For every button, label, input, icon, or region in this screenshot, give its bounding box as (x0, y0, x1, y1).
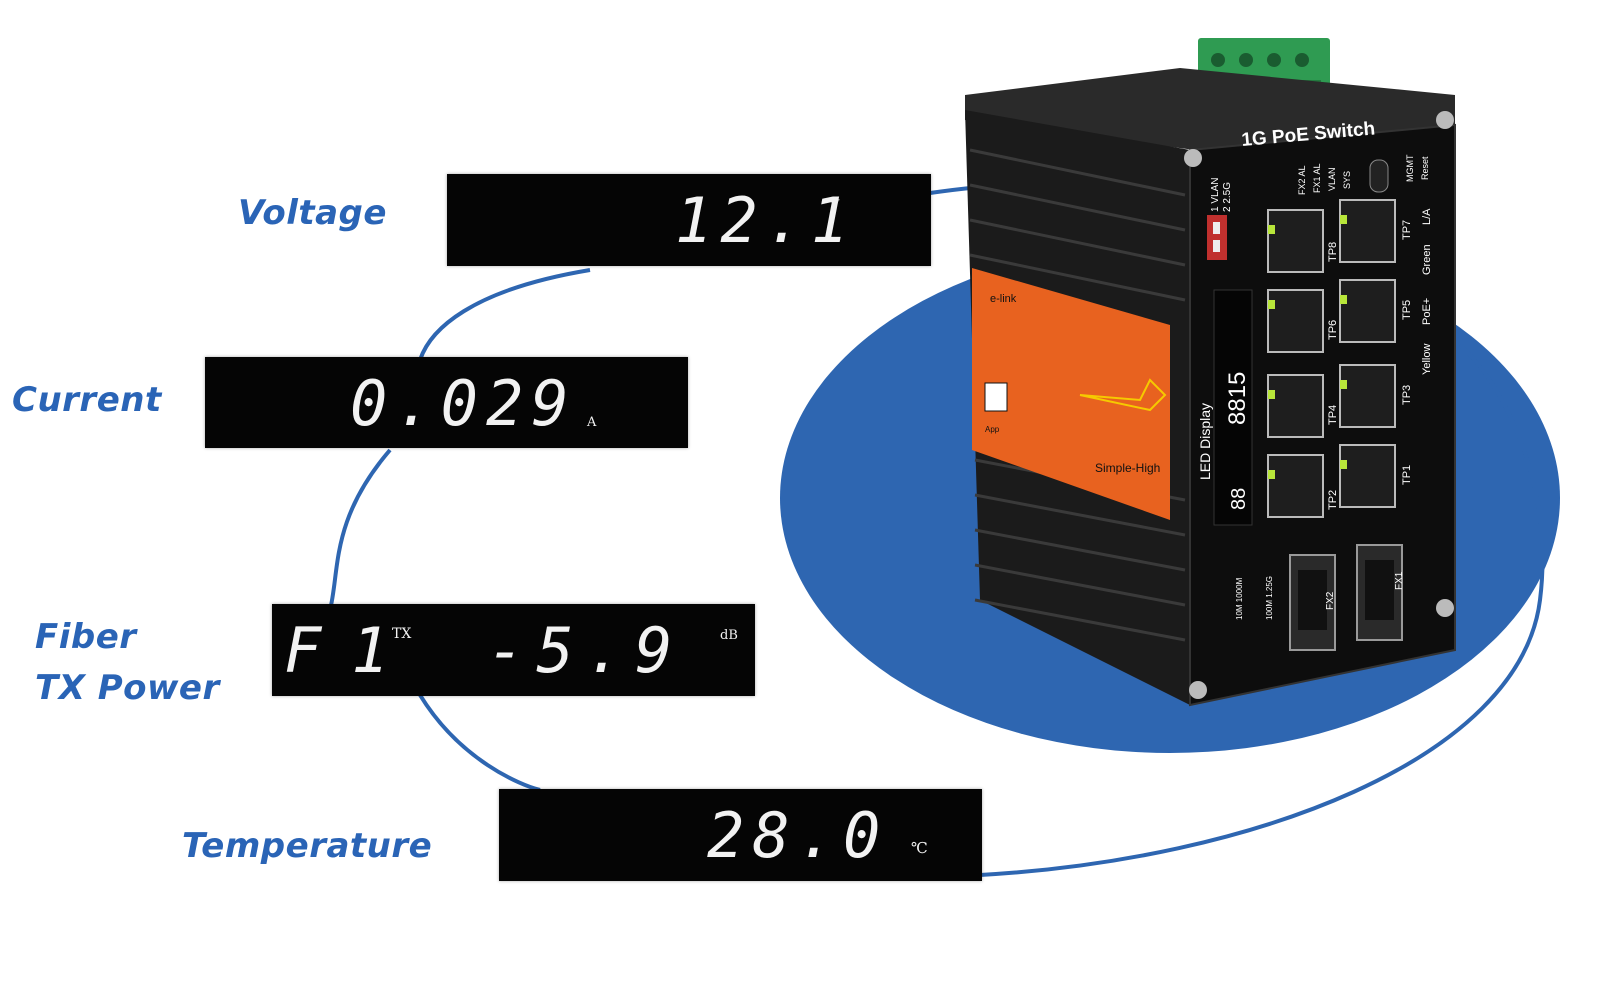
connector-arc-right (979, 343, 1545, 877)
nfc-chip-icon (1079, 378, 1167, 412)
rj45-port-icon[interactable] (1267, 209, 1324, 273)
brand-name: e-link (990, 293, 1017, 305)
rj45-port-icon[interactable] (1339, 444, 1396, 508)
svg-text:100M 1.25G: 100M 1.25G (1265, 576, 1274, 620)
svg-text:1 VLAN: 1 VLAN (1210, 178, 1221, 212)
port-labels: TP8 TP7 TP6 TP5 TP4 TP3 TP2 TP1 (1327, 220, 1413, 510)
temperature-label: Temperature (182, 826, 433, 866)
svg-text:TP1: TP1 (1401, 465, 1413, 485)
current-value: 0.029 (350, 367, 577, 440)
svg-text:FX1 AL: FX1 AL (1312, 163, 1322, 193)
svg-text:TP4: TP4 (1327, 405, 1339, 425)
svg-text:SYS: SYS (1342, 171, 1352, 189)
led-display: LED Display 8815 88 (1197, 289, 1253, 526)
qr-code-icon (984, 382, 1008, 412)
svg-text:2 2.5G: 2 2.5G (1222, 182, 1233, 212)
svg-text:10M 1000M: 10M 1000M (1235, 577, 1244, 620)
current-label: Current (12, 380, 162, 420)
svg-text:PoE+: PoE+ (1421, 298, 1433, 325)
dip-switch[interactable]: 1 VLAN 2 2.5G (1207, 178, 1233, 260)
voltage-unit: V (830, 198, 840, 213)
svg-text:TP6: TP6 (1327, 320, 1339, 340)
usb-c-port-icon[interactable] (1369, 159, 1389, 193)
rj45-port-icon[interactable] (1267, 454, 1324, 518)
app-label: App (985, 425, 1000, 434)
svg-text:MGMT: MGMT (1405, 154, 1415, 182)
svg-text:VLAN: VLAN (1327, 167, 1337, 191)
fiber-prefix-superscript: TX (392, 626, 412, 642)
svg-text:FX2 AL: FX2 AL (1297, 165, 1307, 195)
led-legend: Green L/A Yellow PoE+ (1421, 208, 1433, 375)
fiber-tx-power-display: F1 TX -5.9 dB (272, 604, 755, 696)
svg-text:TP3: TP3 (1401, 385, 1413, 405)
rj45-port-icon[interactable] (1339, 279, 1396, 343)
svg-text:TP2: TP2 (1327, 490, 1339, 510)
voltage-display: 12.1 V (447, 174, 931, 266)
screw-icon (1436, 111, 1454, 129)
voltage-value: 12.1 (675, 184, 857, 257)
speed-labels: 10M 1000M 100M 1.25G (1235, 576, 1274, 620)
sfp-port-icon[interactable]: FX1 (1356, 544, 1405, 641)
heatsink-fins (969, 148, 1186, 642)
status-led-labels: FX2 AL FX1 AL VLAN SYS MGMT Reset (1297, 154, 1430, 195)
current-display: 0.029 A (205, 357, 688, 448)
rj45-port-icon[interactable] (1339, 199, 1396, 263)
rj45-port-icon[interactable] (1339, 364, 1396, 428)
led-display-small: 88 (1228, 488, 1250, 510)
svg-text:FX1: FX1 (1394, 571, 1405, 590)
fiber-prefix: F1 (284, 614, 419, 687)
svg-text:Yellow: Yellow (1421, 344, 1433, 375)
fiber-tx-unit: dB (720, 628, 738, 643)
screw-icon (1184, 149, 1202, 167)
svg-text:Green: Green (1421, 244, 1433, 275)
rj45-port-grid (1267, 199, 1396, 518)
sfp-port-icon[interactable]: FX2 (1289, 554, 1336, 651)
voltage-label: Voltage (238, 193, 387, 233)
fiber-tx-value: -5.9 (487, 614, 685, 687)
current-unit: A (587, 415, 597, 430)
led-display-readout: 8815 (1224, 372, 1251, 425)
svg-text:L/A: L/A (1421, 208, 1433, 225)
temperature-value: 28.0 (707, 799, 889, 872)
svg-text:TP7: TP7 (1401, 220, 1413, 240)
screw-icon (1189, 681, 1207, 699)
brand-tagline: Simple-High (1095, 461, 1160, 475)
svg-text:FX2: FX2 (1325, 591, 1336, 610)
svg-text:Reset: Reset (1420, 156, 1430, 180)
screw-icon (1436, 599, 1454, 617)
temperature-display: 28.0 ℃ (499, 789, 982, 881)
svg-text:TP8: TP8 (1327, 242, 1339, 262)
rj45-port-icon[interactable] (1267, 289, 1324, 353)
brand-side-label: e-link Simple-High App (972, 268, 1170, 520)
led-display-label: LED Display (1197, 403, 1213, 480)
connector-arc-left (328, 268, 591, 792)
fiber-tx-power-label: Fiber TX Power (35, 617, 220, 708)
temperature-unit: ℃ (911, 839, 928, 857)
svg-text:TP5: TP5 (1401, 300, 1413, 320)
rj45-port-icon[interactable] (1267, 374, 1324, 438)
